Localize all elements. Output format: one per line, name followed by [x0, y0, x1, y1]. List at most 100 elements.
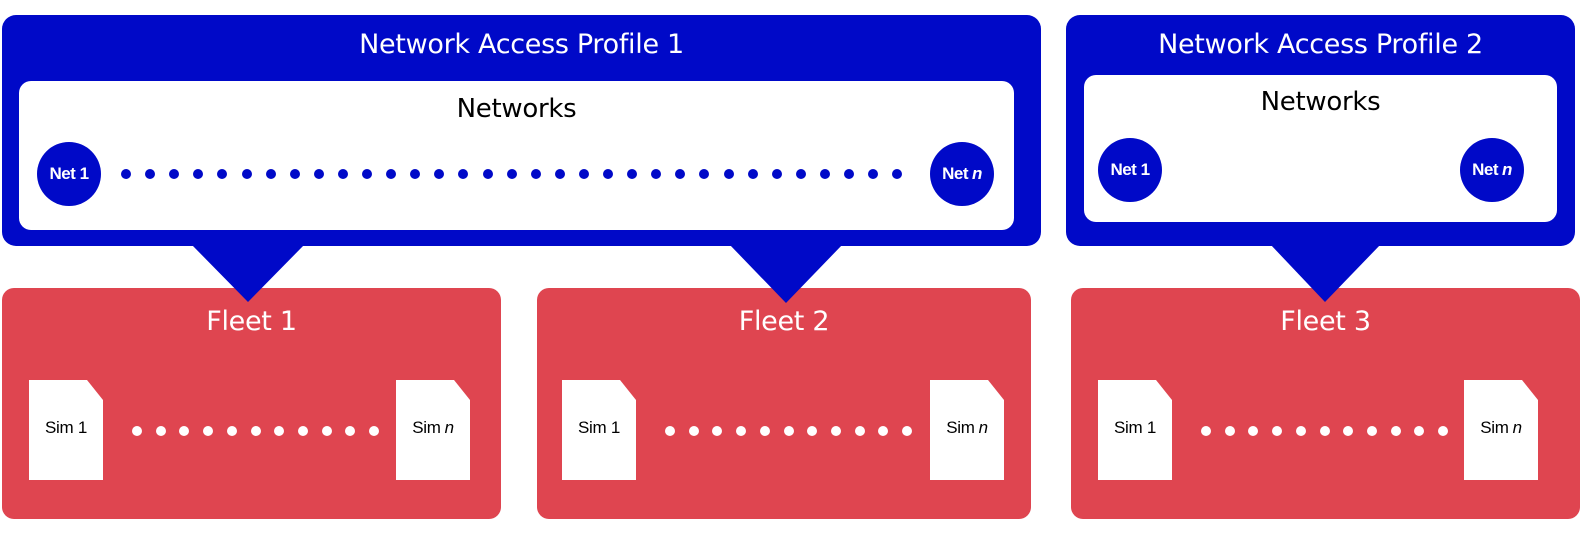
ellipsis-dot — [807, 426, 818, 436]
sim-card-first: Sim 1 — [562, 380, 636, 480]
sim-card-icon — [29, 380, 103, 480]
sim-index-variable: n — [1512, 418, 1522, 437]
ellipsis-dot — [155, 426, 166, 436]
ellipsis-dot — [1343, 426, 1354, 436]
ellipsis-dot — [345, 426, 356, 436]
network-index-variable: n — [972, 164, 982, 183]
ellipsis-dot — [1201, 426, 1211, 436]
ellipsis-dot — [482, 169, 493, 179]
sim-card-icon — [562, 380, 636, 480]
sim-dots — [132, 426, 382, 436]
ellipsis-dot — [530, 169, 541, 179]
ellipsis-dot — [1174, 165, 1184, 175]
ellipsis-dot — [712, 426, 723, 436]
ellipsis-dot — [1248, 426, 1259, 436]
ellipsis-dot — [892, 169, 903, 179]
ellipsis-dot — [250, 426, 261, 436]
profile-title: Network Access Profile 1 — [359, 29, 684, 60]
ellipsis-dot — [878, 426, 889, 436]
ellipsis-dot — [289, 169, 300, 179]
ellipsis-dot — [386, 169, 397, 179]
ellipsis-dot — [830, 426, 841, 436]
ellipsis-dot — [193, 169, 204, 179]
fleet-title: Fleet 1 — [206, 306, 297, 337]
ellipsis-dot — [1366, 426, 1377, 436]
ellipsis-dot — [203, 426, 214, 436]
ellipsis-dot — [1433, 165, 1444, 175]
fleet-title: Fleet 3 — [1280, 306, 1371, 337]
ellipsis-dot — [1410, 165, 1420, 175]
ellipsis-dot — [1315, 165, 1326, 175]
ellipsis-dot — [723, 169, 734, 179]
ellipsis-dot — [665, 426, 675, 436]
ellipsis-dot — [627, 169, 638, 179]
ellipsis-dot — [313, 169, 324, 179]
sim-label-prefix: Sim — [946, 418, 975, 437]
network-node-first: Net 1 — [37, 142, 101, 206]
network-access-profile-1: Network Access Profile 1 Networks Net 1 … — [2, 15, 1041, 246]
ellipsis-dot — [506, 169, 517, 179]
networks-title: Networks — [456, 94, 577, 124]
ellipsis-dot — [121, 169, 131, 179]
ellipsis-dot — [1390, 426, 1401, 436]
ellipsis-dot — [1414, 426, 1425, 436]
ellipsis-dot — [337, 169, 348, 179]
ellipsis-dot — [145, 169, 156, 179]
ellipsis-dot — [1292, 165, 1302, 175]
sim-dots — [665, 426, 915, 436]
ellipsis-dot — [169, 169, 180, 179]
ellipsis-dot — [1295, 426, 1306, 436]
ellipsis-dot — [1272, 426, 1283, 436]
ellipsis-dot — [179, 426, 190, 436]
ellipsis-dot — [554, 169, 565, 179]
network-label: Net — [942, 164, 968, 183]
ellipsis-dot — [1438, 426, 1448, 436]
ellipsis-dot — [675, 169, 686, 179]
sim-card-first: Sim 1 — [29, 380, 103, 480]
sim-label: Sim 1 — [578, 418, 620, 437]
sim-card-icon — [396, 380, 470, 480]
ellipsis-dot — [651, 169, 662, 179]
ellipsis-dot — [783, 426, 794, 436]
ellipsis-dot — [434, 169, 445, 179]
sim-card-icon — [1464, 380, 1538, 480]
ellipsis-dot — [362, 169, 372, 179]
network-label: Net — [1472, 160, 1498, 179]
network-index-variable: n — [1502, 160, 1512, 179]
networks-title: Networks — [1260, 87, 1381, 117]
ellipsis-dot — [1268, 165, 1279, 175]
sim-index-variable: n — [444, 418, 454, 437]
ellipsis-dot — [369, 426, 379, 436]
network-label: Net 1 — [49, 164, 89, 183]
ellipsis-dot — [265, 169, 276, 179]
sim-label: Sim 1 — [1114, 418, 1156, 437]
ellipsis-dot — [1224, 426, 1235, 436]
ellipsis-dot — [868, 169, 879, 179]
ellipsis-dot — [771, 169, 782, 179]
ellipsis-dot — [1244, 165, 1255, 175]
ellipsis-dot — [226, 426, 237, 436]
sim-label-prefix: Sim — [412, 418, 441, 437]
ellipsis-dot — [795, 169, 806, 179]
ellipsis-dot — [902, 426, 912, 436]
ellipsis-dot — [321, 426, 332, 436]
ellipsis-dot — [688, 426, 699, 436]
ellipsis-dot — [1386, 165, 1397, 175]
ellipsis-dot — [854, 426, 865, 436]
ellipsis-dot — [1319, 426, 1330, 436]
ellipsis-dot — [1221, 165, 1232, 175]
fleet-title: Fleet 2 — [738, 306, 830, 337]
ellipsis-dot — [603, 169, 613, 179]
ellipsis-dot — [578, 169, 589, 179]
ellipsis-dot — [274, 426, 285, 436]
network-access-profile-2: Network Access Profile 2 Networks Net 1 … — [1066, 15, 1575, 246]
